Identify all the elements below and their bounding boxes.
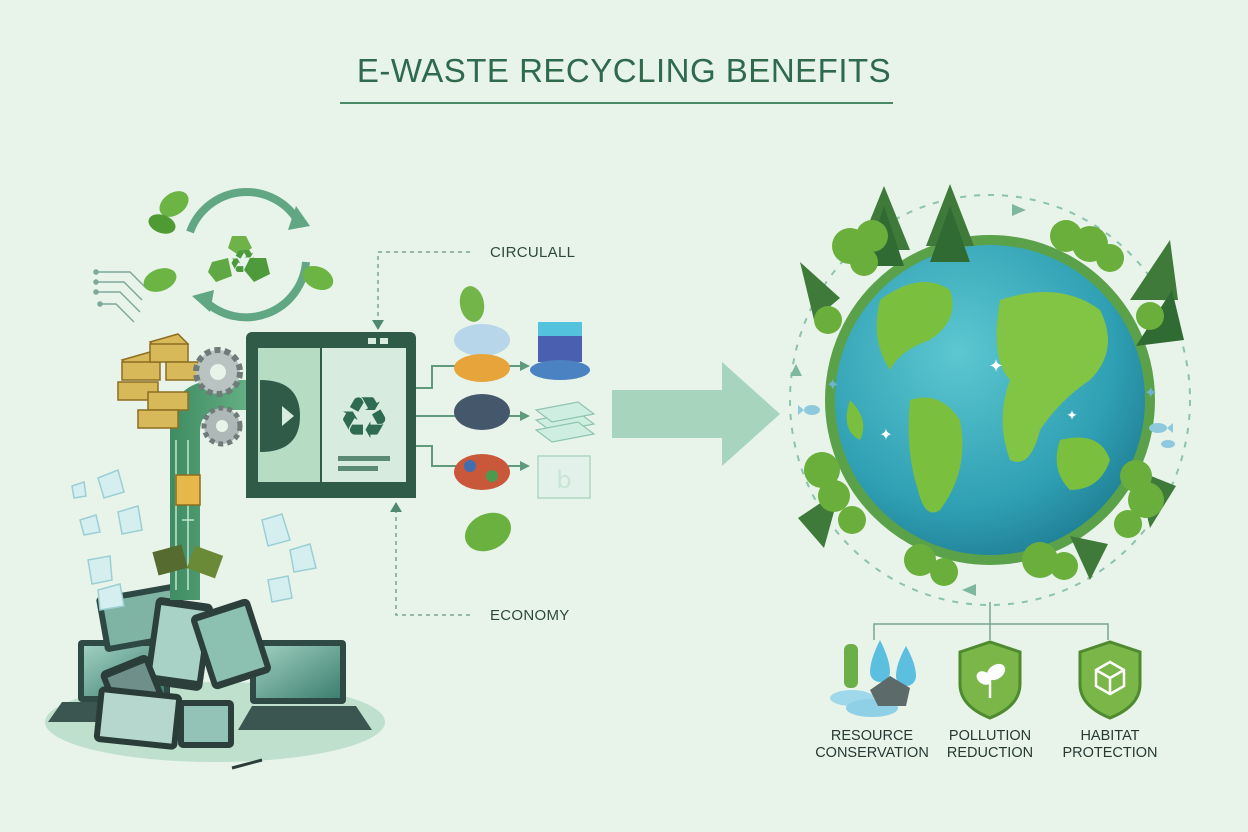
material-pellets bbox=[454, 324, 510, 490]
chip-icon bbox=[175, 474, 201, 506]
economy-label: ECONOMY bbox=[490, 607, 570, 624]
guide-lines bbox=[377, 251, 470, 616]
tree-icon bbox=[926, 184, 974, 262]
benefit-line2: CONSERVATION bbox=[815, 745, 929, 761]
svg-text:✦: ✦ bbox=[988, 356, 1003, 377]
chip-icon bbox=[152, 544, 188, 576]
circuit-traces bbox=[93, 269, 147, 323]
page-title: E-WASTE RECYCLING BENEFITS bbox=[356, 52, 892, 89]
benefit-line1: RESOURCE bbox=[830, 728, 914, 744]
benefit-line1: HABITAT bbox=[1080, 728, 1140, 744]
arrow-down-icon bbox=[372, 320, 384, 330]
svg-text:b: b bbox=[556, 466, 571, 494]
gear-icon bbox=[193, 347, 243, 397]
benefit-line1: POLLUTION bbox=[948, 728, 1032, 744]
earth-globe: ✦ ✦ ✦ bbox=[789, 194, 1191, 606]
gear-icon bbox=[201, 405, 243, 447]
sparkle-icon: ✦ bbox=[826, 375, 839, 394]
recycle-icon: ♻ bbox=[338, 384, 390, 452]
screwdriver-icon bbox=[231, 758, 263, 770]
tree-icon bbox=[1070, 536, 1108, 580]
tree-icon bbox=[800, 262, 840, 320]
fish-icon bbox=[798, 405, 1175, 448]
svg-text:✦: ✦ bbox=[879, 425, 892, 444]
benefit-line2: PROTECTION bbox=[1062, 745, 1158, 761]
play-icon bbox=[282, 406, 294, 426]
recycling-machine: ♻ bbox=[246, 332, 416, 498]
benefit-resource-conservation: RESOURCE CONSERVATION bbox=[804, 728, 940, 762]
leaf-icon bbox=[143, 191, 334, 292]
circuit-pipe bbox=[152, 380, 262, 600]
tree-icon bbox=[1130, 240, 1178, 300]
benefit-habitat-protection: HABITAT PROTECTION bbox=[1050, 728, 1170, 762]
glass-shards bbox=[71, 468, 317, 611]
flow-arrow bbox=[612, 362, 780, 466]
tablet-icon bbox=[178, 700, 234, 748]
bush-icon bbox=[804, 220, 1164, 586]
circular-label: CIRCULALL bbox=[490, 244, 576, 261]
water-drops-rocks-icon bbox=[830, 640, 916, 717]
arrow-up-icon bbox=[390, 502, 402, 512]
svg-text:♻: ♻ bbox=[229, 243, 259, 283]
forest-ring bbox=[798, 184, 1184, 586]
glass-sheets-icon bbox=[534, 401, 596, 443]
laptop-icon bbox=[238, 640, 372, 730]
sparkle-icon: ✦ bbox=[1144, 383, 1157, 402]
recycle-cycle-icon: ♻ bbox=[186, 188, 310, 322]
benefit-line2: REDUCTION bbox=[946, 745, 1034, 761]
benefit-pollution-reduction: POLLUTION REDUCTION bbox=[930, 728, 1050, 762]
tablet-icon bbox=[191, 598, 271, 690]
chip-icon bbox=[186, 545, 224, 579]
benefit-connector bbox=[873, 602, 1109, 640]
plastic-sheet-icon: b bbox=[537, 455, 591, 499]
refined-cube-icon bbox=[530, 322, 590, 380]
title-underline bbox=[340, 102, 893, 104]
ewaste-pile bbox=[45, 584, 385, 770]
gold-bars-icon bbox=[117, 333, 199, 429]
shield-leaf-icon bbox=[958, 640, 1022, 720]
shield-box-icon bbox=[1078, 640, 1142, 720]
phone-icon bbox=[93, 686, 183, 750]
leaf-icon bbox=[459, 286, 512, 552]
svg-text:✦: ✦ bbox=[1066, 408, 1078, 424]
